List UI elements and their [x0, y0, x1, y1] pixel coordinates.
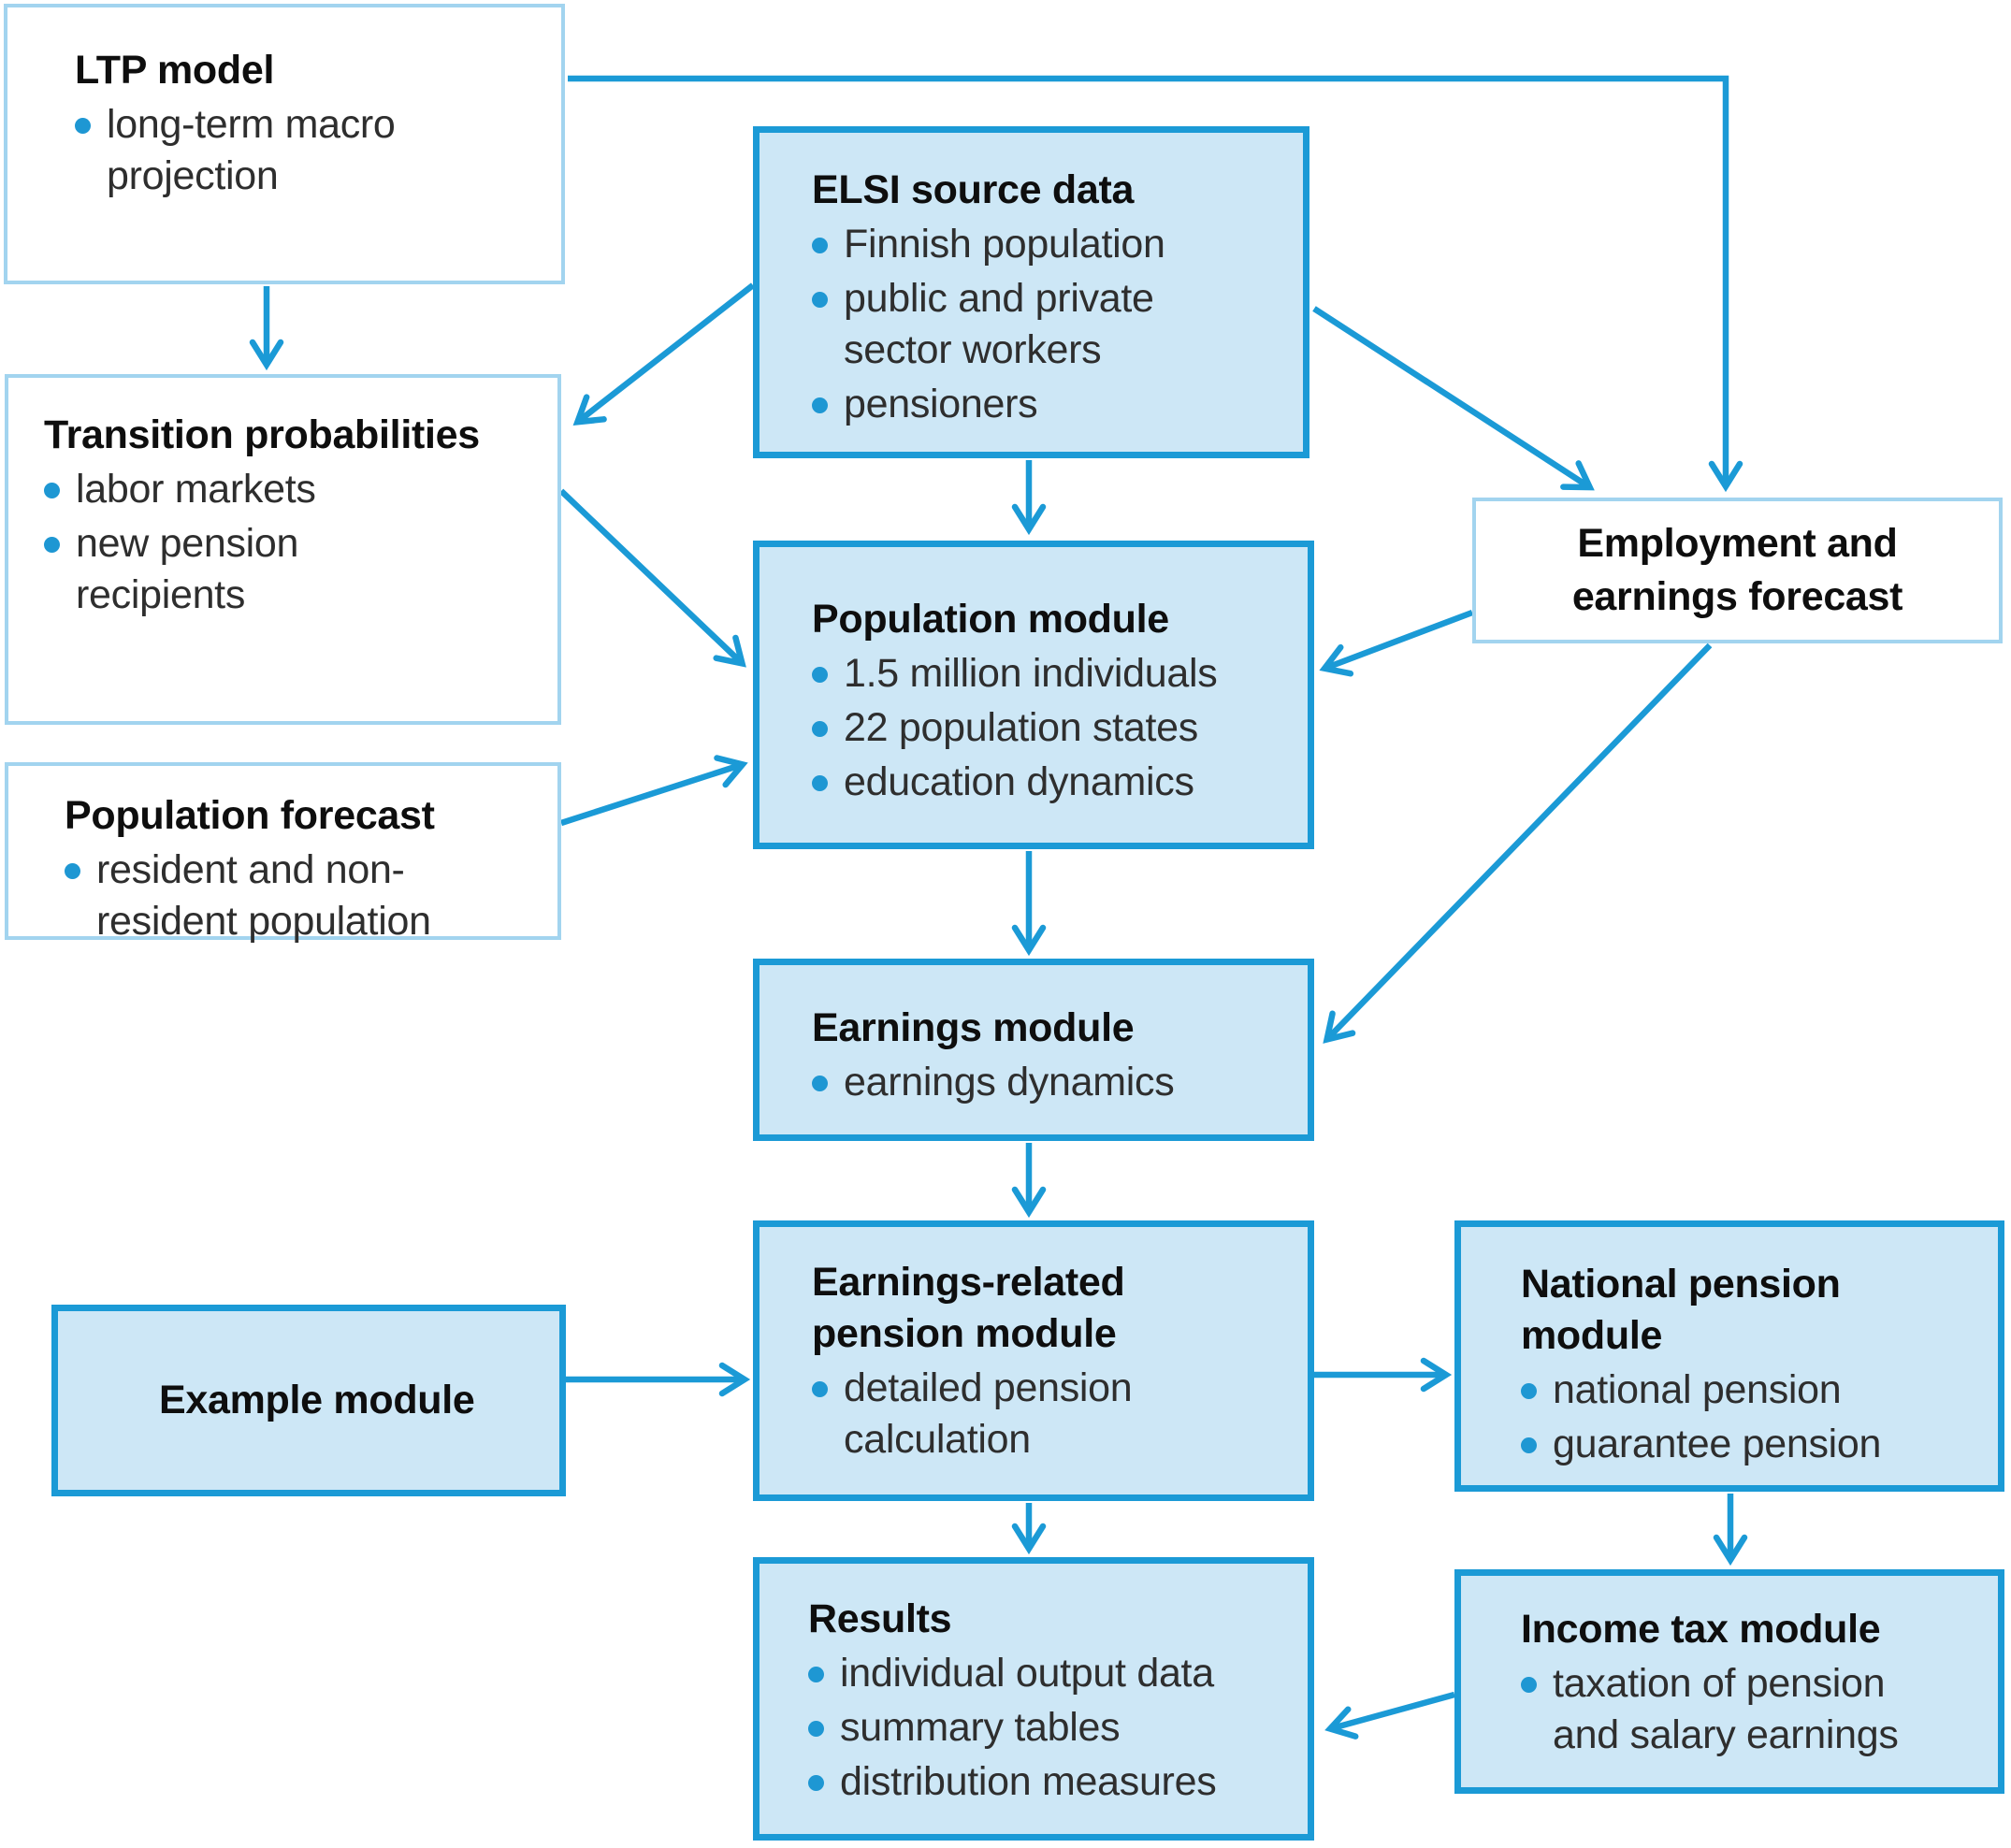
- list-item-text: long-term macro projection: [107, 102, 396, 198]
- national-pension-module-box: National pension module national pension…: [1454, 1220, 2004, 1492]
- population-module-box: Population module 1.5 million individual…: [753, 541, 1314, 849]
- list-item-text: taxation of pension and salary earnings: [1553, 1661, 1899, 1757]
- list-item: earnings dynamics: [812, 1057, 1293, 1108]
- employment-earnings-forecast-box: Employment and earnings forecast: [1472, 498, 2003, 643]
- list-item: 1.5 million individuals: [812, 648, 1293, 700]
- list-item-text: summary tables: [840, 1705, 1121, 1750]
- list-item-text: new pension recipients: [76, 521, 299, 617]
- earnings-module-box: Earnings module earnings dynamics: [753, 959, 1314, 1141]
- bullet-icon: [812, 775, 828, 791]
- national-pension-module-title: National pension module: [1521, 1262, 1841, 1358]
- ltp-model-title: LTP model: [75, 48, 275, 93]
- bullet-icon: [812, 1076, 828, 1091]
- results-box: Results individual output data summary t…: [753, 1557, 1314, 1841]
- list-item-text: public and private sector workers: [844, 276, 1154, 372]
- list-item: resident and non- resident population: [65, 845, 543, 947]
- list-item: national pension: [1521, 1364, 1983, 1416]
- list-item: guarantee pension: [1521, 1419, 1983, 1470]
- bullet-icon: [75, 118, 91, 134]
- arrow-employment-to-earnings-module: [1323, 642, 1713, 1044]
- bullet-icon: [44, 483, 60, 498]
- bullet-icon: [812, 397, 828, 413]
- bullet-icon: [1521, 1677, 1537, 1693]
- arrow-employment-to-population-module: [1319, 609, 1474, 677]
- list-item: taxation of pension and salary earnings: [1521, 1658, 1983, 1761]
- arrow-elsi-to-employment: [1312, 306, 1595, 491]
- bullet-icon: [812, 238, 828, 253]
- income-tax-module-box: Income tax module taxation of pension an…: [1454, 1569, 2004, 1794]
- list-item-text: education dynamics: [844, 759, 1194, 804]
- list-item-text: distribution measures: [840, 1759, 1217, 1804]
- earnings-related-pension-module-title: Earnings-related pension module: [812, 1260, 1125, 1356]
- list-item: summary tables: [808, 1702, 1293, 1754]
- list-item-text: guarantee pension: [1553, 1422, 1882, 1466]
- bullet-icon: [808, 1721, 824, 1737]
- list-item: detailed pension calculation: [812, 1363, 1293, 1465]
- income-tax-module-title: Income tax module: [1521, 1607, 1881, 1652]
- list-item: labor markets: [44, 464, 543, 515]
- list-item-text: 22 population states: [844, 705, 1198, 750]
- list-item-text: detailed pension calculation: [844, 1365, 1133, 1462]
- list-item-text: Finnish population: [844, 222, 1165, 267]
- arrow-elsi-to-transition: [572, 282, 755, 426]
- bullet-icon: [65, 863, 80, 879]
- results-title: Results: [808, 1596, 952, 1641]
- list-item-text: individual output data: [840, 1651, 1214, 1696]
- example-module-title: Example module: [159, 1378, 475, 1422]
- list-item-text: national pension: [1553, 1367, 1842, 1412]
- list-item: individual output data: [808, 1648, 1293, 1699]
- arrow-ltp-to-employment: [568, 75, 1743, 493]
- bullet-icon: [44, 537, 60, 553]
- list-item: education dynamics: [812, 757, 1293, 808]
- list-item: 22 population states: [812, 702, 1293, 754]
- elsi-source-data-title: ELSI source data: [812, 167, 1135, 212]
- bullet-icon: [808, 1667, 824, 1682]
- elsi-source-data-box: ELSI source data Finnish population publ…: [753, 126, 1309, 458]
- list-item: public and private sector workers: [812, 273, 1288, 376]
- list-item: new pension recipients: [44, 518, 543, 621]
- list-item-text: 1.5 million individuals: [844, 651, 1218, 696]
- bullet-icon: [808, 1775, 824, 1791]
- bullet-icon: [812, 1381, 828, 1397]
- list-item-text: resident and non- resident population: [96, 847, 431, 944]
- list-item-text: earnings dynamics: [844, 1060, 1175, 1104]
- list-item: distribution measures: [808, 1756, 1293, 1808]
- population-forecast-title: Population forecast: [65, 793, 435, 838]
- arrow-population-forecast-to-population-module: [560, 755, 748, 827]
- list-item: Finnish population: [812, 219, 1288, 270]
- bullet-icon: [1521, 1437, 1537, 1453]
- list-item: pensioners: [812, 379, 1288, 430]
- earnings-module-title: Earnings module: [812, 1005, 1135, 1050]
- bullet-icon: [812, 292, 828, 308]
- list-item-text: labor markets: [76, 467, 316, 512]
- employment-earnings-forecast-title: Employment and earnings forecast: [1571, 521, 1903, 619]
- population-module-title: Population module: [812, 597, 1169, 642]
- transition-probabilities-title: Transition probabilities: [44, 412, 480, 457]
- bullet-icon: [1521, 1383, 1537, 1399]
- transition-probabilities-box: Transition probabilities labor markets n…: [5, 374, 561, 725]
- list-item: long-term macro projection: [75, 99, 539, 202]
- arrow-transition-to-population-module: [558, 488, 746, 668]
- arrow-income-tax-to-results: [1324, 1691, 1455, 1740]
- example-module-box: Example module: [51, 1305, 566, 1496]
- population-forecast-box: Population forecast resident and non- re…: [5, 762, 561, 944]
- earnings-related-pension-module-box: Earnings-related pension module detailed…: [753, 1220, 1314, 1501]
- bullet-icon: [812, 667, 828, 683]
- ltp-model-box: LTP model long-term macro projection: [4, 4, 565, 284]
- list-item-text: pensioners: [844, 382, 1038, 426]
- bullet-icon: [812, 721, 828, 737]
